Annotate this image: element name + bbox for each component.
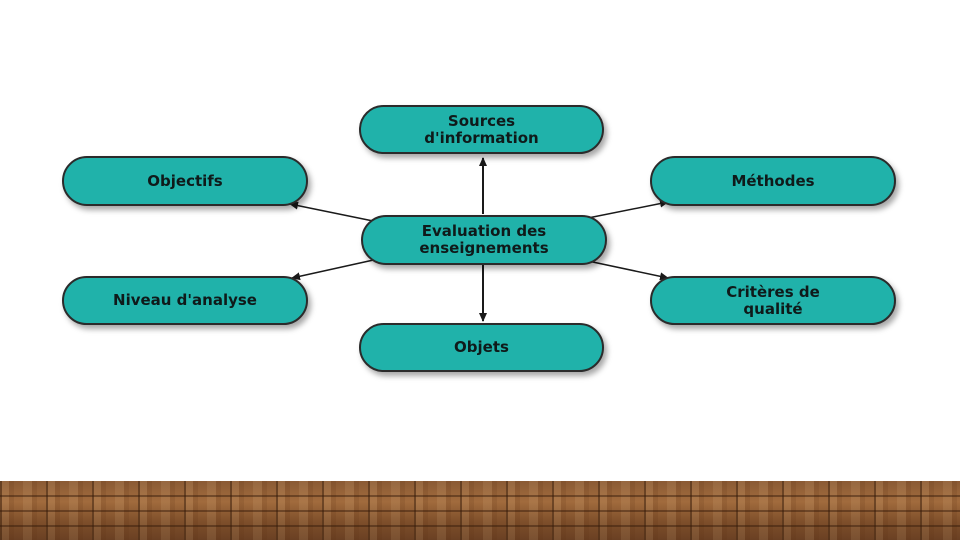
wooden-floor bbox=[0, 481, 960, 540]
arrow-to-niveau bbox=[291, 258, 379, 281]
node-niveau-analyse: Niveau d'analyse bbox=[62, 276, 308, 325]
floor-seam bbox=[0, 510, 960, 512]
node-objets: Objets bbox=[359, 323, 604, 372]
node-objectifs: Objectifs bbox=[62, 156, 308, 206]
arrow-to-methodes bbox=[587, 199, 669, 219]
node-criteres-qualite: Critères de qualité bbox=[650, 276, 896, 325]
arrow-to-objectifs bbox=[289, 201, 379, 223]
floor-seam bbox=[0, 495, 960, 497]
node-sources-information: Sources d'information bbox=[359, 105, 604, 154]
node-methodes: Méthodes bbox=[650, 156, 896, 206]
arrow-to-criteres bbox=[587, 260, 669, 281]
node-evaluation-enseignements: Evaluation des enseignements bbox=[361, 215, 607, 265]
floor-seam bbox=[0, 525, 960, 527]
